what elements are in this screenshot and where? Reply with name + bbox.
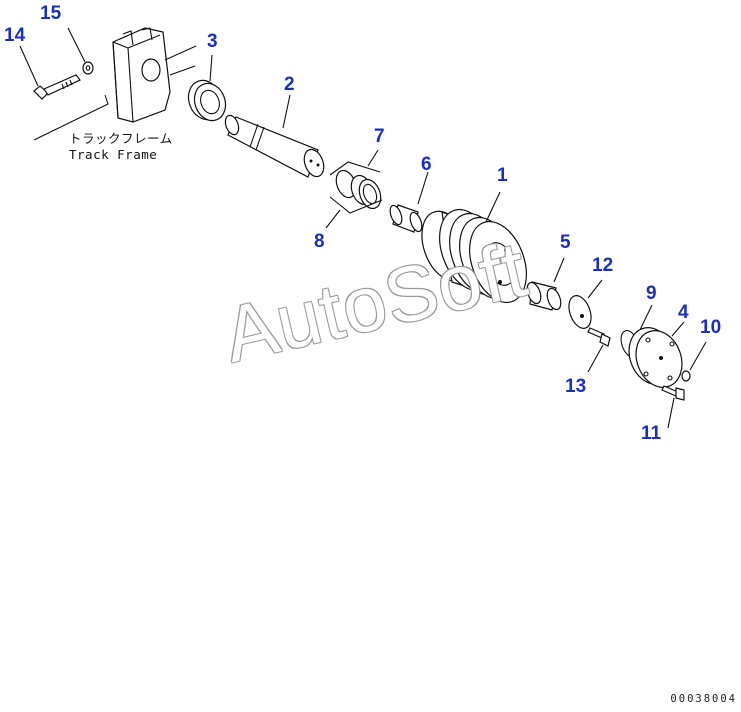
callout-11: 11 xyxy=(641,423,662,444)
callout-9: 9 xyxy=(646,283,657,304)
callout-12: 12 xyxy=(592,255,614,276)
track-frame-label: トラックフレーム Track Frame xyxy=(69,131,173,162)
part-15-washer xyxy=(67,27,94,75)
callout-1: 1 xyxy=(497,165,508,186)
part-6-bushing xyxy=(389,171,429,233)
callout-2: 2 xyxy=(284,74,295,95)
track-frame-label-japanese: トラックフレーム xyxy=(69,131,173,146)
callout-14: 14 xyxy=(4,25,26,46)
part-7-8-seal xyxy=(325,149,383,229)
callout-8: 8 xyxy=(314,231,325,252)
callout-7: 7 xyxy=(374,126,385,147)
callout-13: 13 xyxy=(565,376,587,397)
part-3-ring xyxy=(187,54,227,122)
track-frame-label-english: Track Frame xyxy=(69,146,158,162)
part-1-roller xyxy=(421,191,527,304)
part-12-plate xyxy=(568,279,603,329)
callout-6: 6 xyxy=(421,154,432,175)
part-5-collar xyxy=(526,257,565,311)
track-frame-part xyxy=(33,27,197,141)
part-2-shaft xyxy=(224,94,325,178)
callout-3: 3 xyxy=(207,31,218,52)
part-13-plug xyxy=(587,327,611,373)
callout-15: 15 xyxy=(40,3,62,24)
part-4-cover xyxy=(628,321,685,388)
callout-4: 4 xyxy=(678,302,689,323)
drawing-code: 00038004 xyxy=(670,693,737,705)
part-11-bolt xyxy=(661,385,685,429)
part-10-washer xyxy=(681,341,707,382)
callout-5: 5 xyxy=(560,232,571,253)
part-14-bolt xyxy=(19,45,81,100)
callout-10: 10 xyxy=(700,317,722,338)
